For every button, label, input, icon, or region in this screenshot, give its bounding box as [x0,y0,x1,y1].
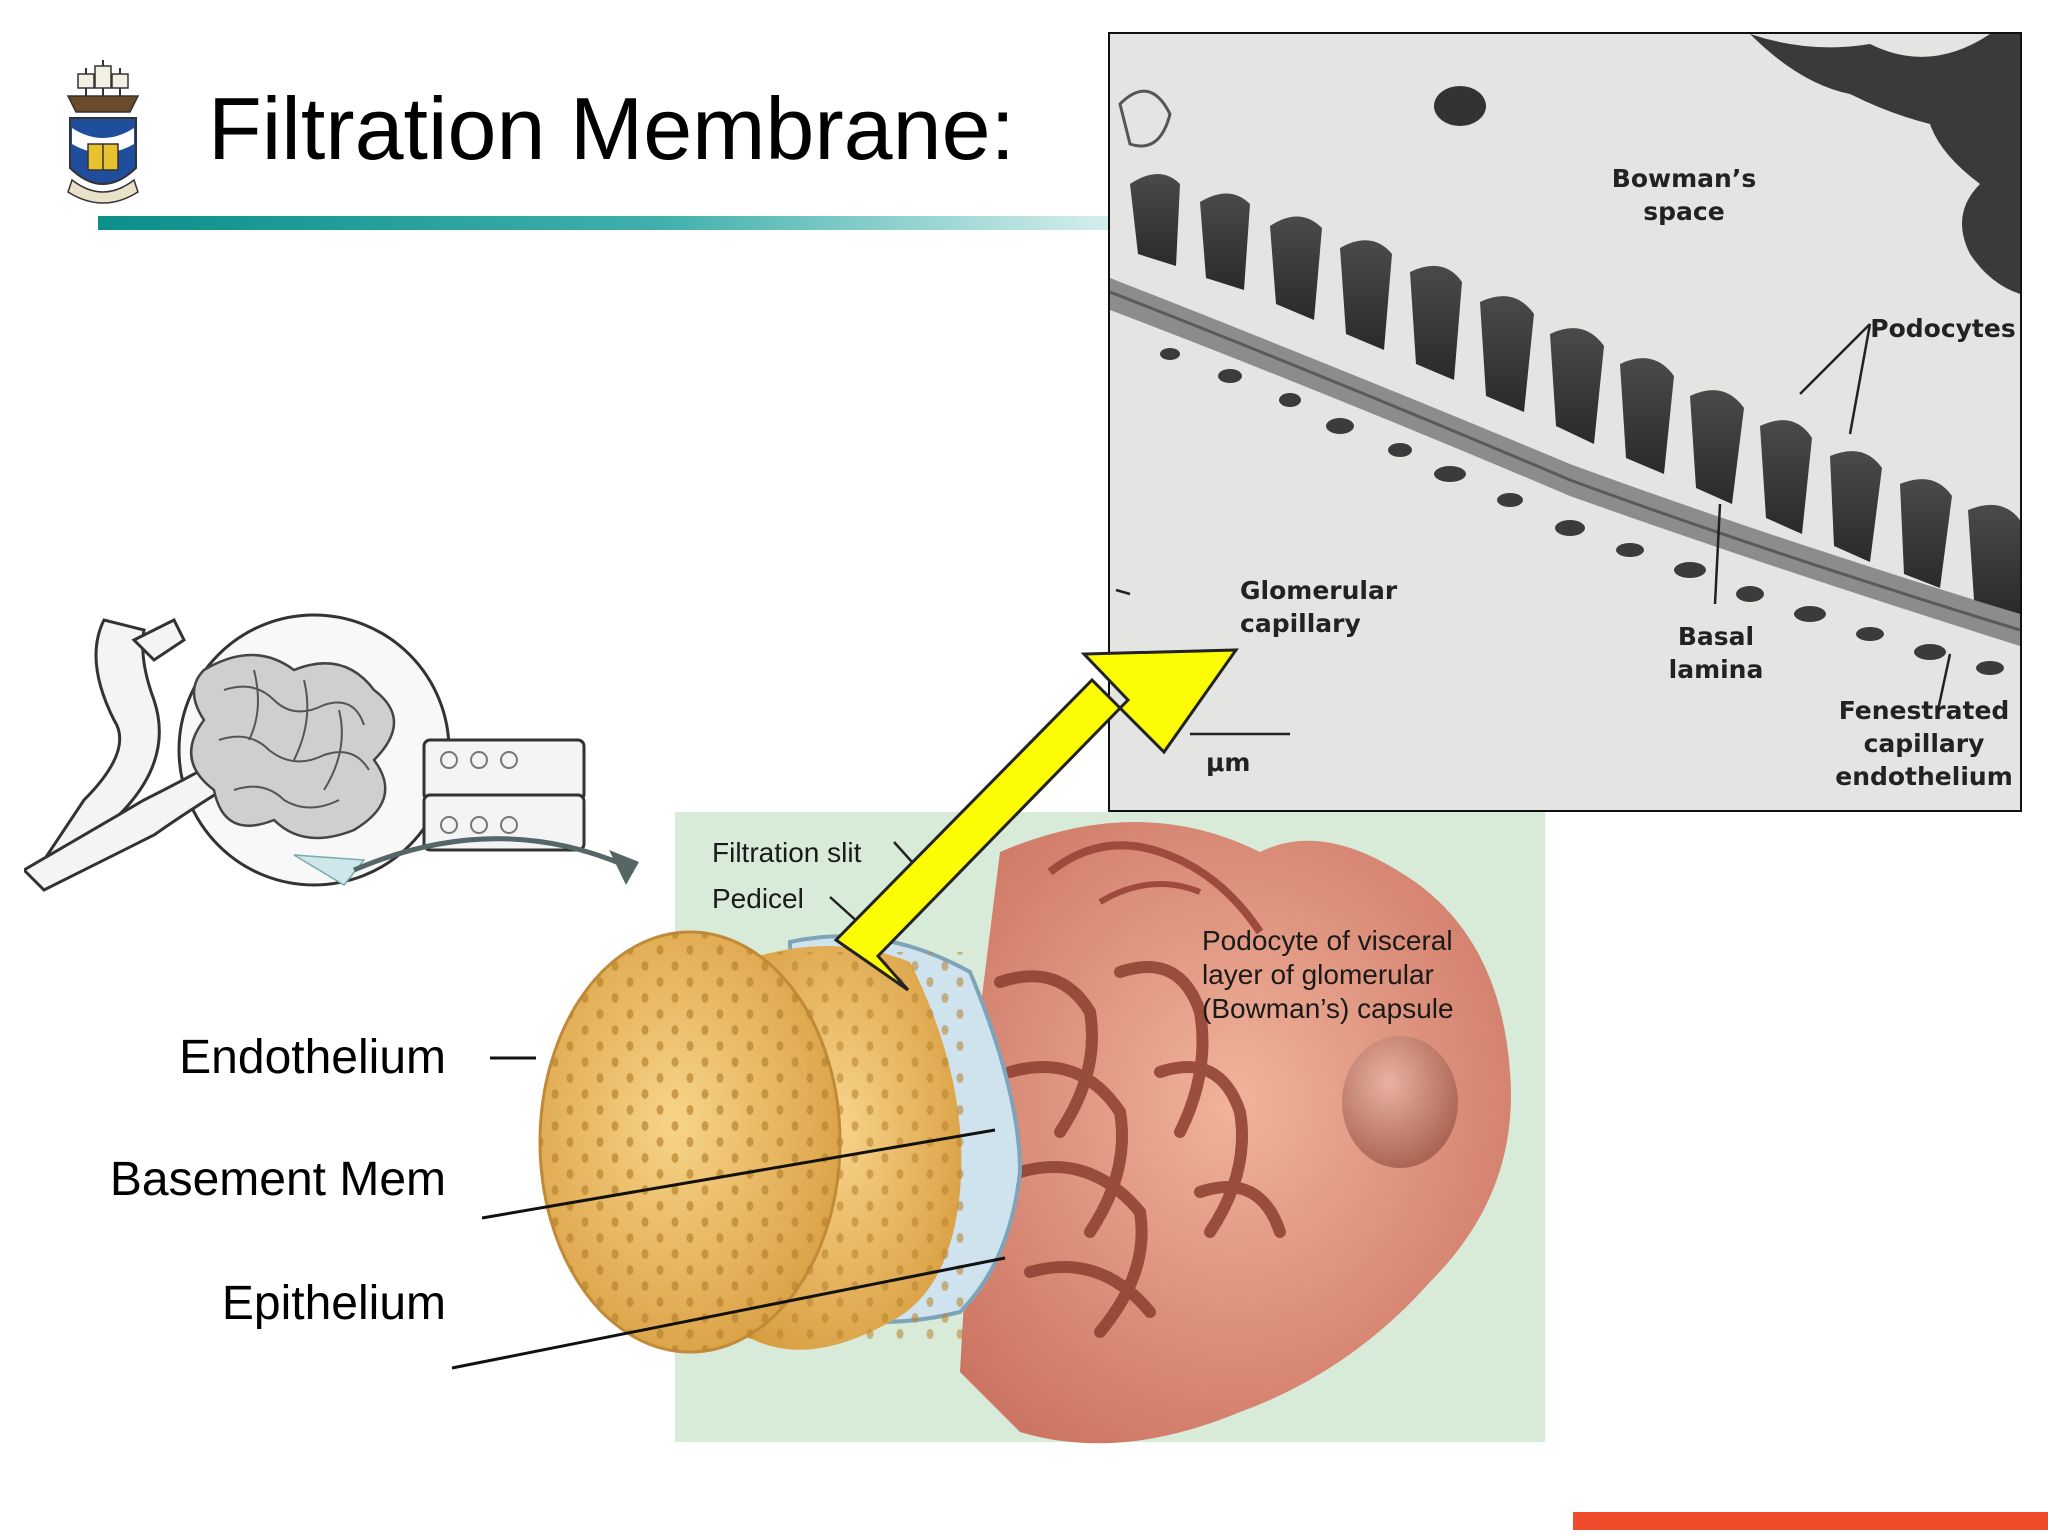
label-epithelium: Epithelium [221,1277,446,1330]
label-podocyte: Podocyte of visceral layer of glomerular… [1202,925,1454,1024]
label-basal-lamina: Basal lamina [1668,622,1764,684]
label-pedicel: Pedicel [712,883,804,914]
pointer-arrow-icon [609,850,639,885]
label-filtration-slit: Filtration slit [712,837,862,868]
label-scale: μm [1206,748,1251,777]
filtration-membrane-illustration: Filtration slit Pedicel Podocyte of visc… [500,812,1560,1472]
bottom-accent-bar [1573,1512,2048,1530]
electron-micrograph: Bowman’s space Podocytes Glomerular capi… [1108,32,2022,812]
label-podocytes: Podocytes [1870,314,2016,343]
label-fenestrated-endothelium: Fenestrated capillary endothelium [1835,696,2013,791]
nephron-sketch [24,613,639,892]
title-underline [98,216,1118,230]
label-basement-membrane: Basement Mem [109,1153,446,1206]
label-endothelium: Endothelium [179,1031,446,1084]
label-bowmans-space: Bowman’s space [1611,164,1757,226]
label-glomerular-capillary: Glomerular capillary [1240,576,1398,638]
slide-title: Filtration Membrane: [208,79,1015,178]
university-crest-icon [66,60,140,204]
